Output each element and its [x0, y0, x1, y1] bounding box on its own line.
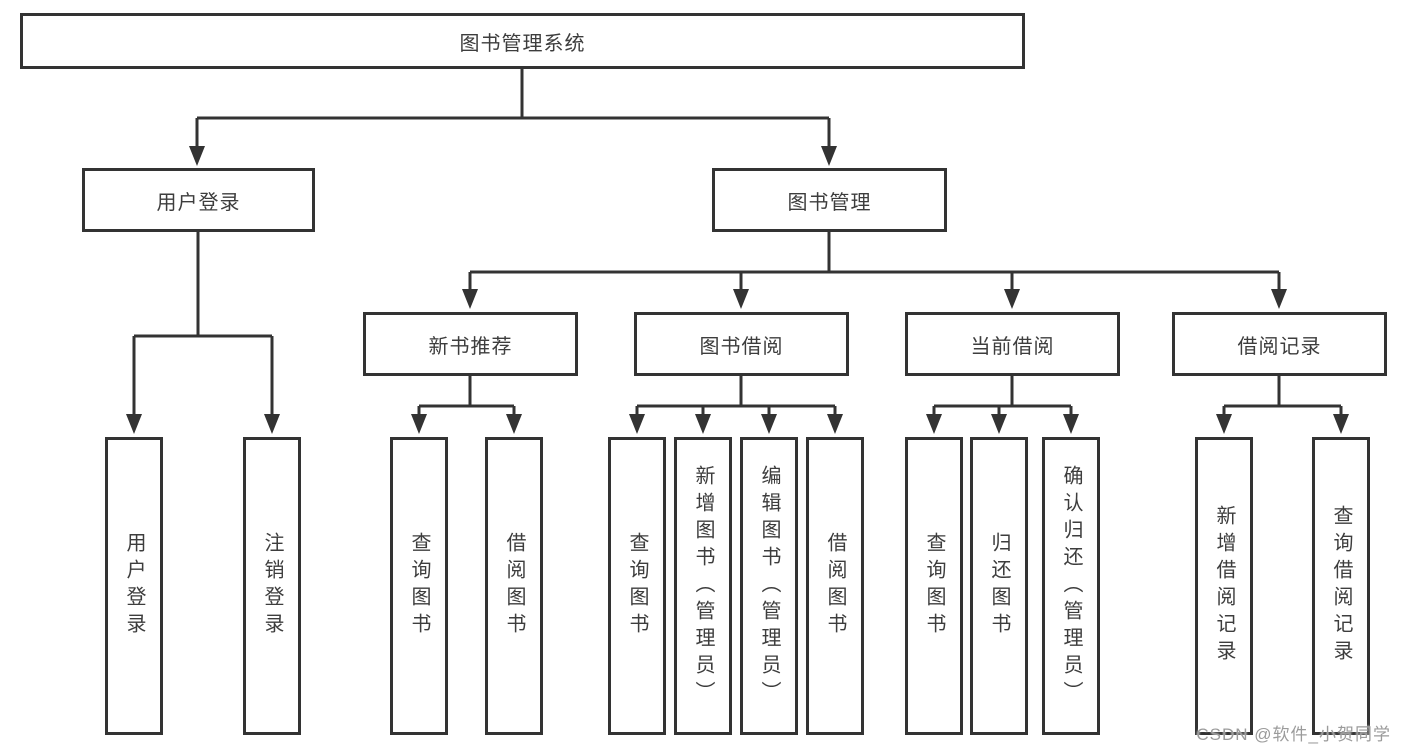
connector-new-book-recommend-children [411, 376, 522, 434]
leaf-query-borrow-record: 查询借阅记录 [1312, 437, 1370, 735]
leaf-query-books-recommend: 查询图书 [390, 437, 448, 735]
leaf-add-books-admin-label: 新增图书（管理员） [692, 464, 714, 708]
arrowhead [1216, 414, 1232, 434]
leaf-logout-label: 注销登录 [261, 532, 283, 640]
arrowhead [189, 146, 205, 166]
node-book-borrowing: 图书借阅 [634, 312, 849, 376]
node-user-login-label: 用户登录 [156, 191, 241, 214]
node-borrow-records-label: 借阅记录 [1237, 335, 1322, 358]
node-book-borrowing-label: 图书借阅 [699, 335, 784, 358]
node-borrow-records: 借阅记录 [1172, 312, 1387, 376]
leaf-add-books-admin: 新增图书（管理员） [674, 437, 732, 735]
leaf-query-books-borrowing-label: 查询图书 [626, 532, 648, 640]
arrowhead [462, 289, 478, 309]
leaf-return-books-label: 归还图书 [988, 532, 1010, 640]
leaf-query-books-current-label: 查询图书 [923, 532, 945, 640]
node-new-book-recommend-label: 新书推荐 [428, 335, 513, 358]
node-book-management: 图书管理 [712, 168, 947, 232]
node-book-management-label: 图书管理 [787, 191, 872, 214]
leaf-confirm-return-admin-label: 确认归还（管理员） [1060, 464, 1082, 708]
leaf-confirm-return-admin: 确认归还（管理员） [1042, 437, 1100, 735]
connector-book-management-children [462, 232, 1287, 309]
leaf-query-borrow-record-label: 查询借阅记录 [1330, 505, 1352, 667]
leaf-query-books-borrowing: 查询图书 [608, 437, 666, 735]
arrowhead [1271, 289, 1287, 309]
leaf-return-books: 归还图书 [970, 437, 1028, 735]
arrowhead [821, 146, 837, 166]
connector-root-to-level2 [189, 69, 837, 166]
arrowhead [1063, 414, 1079, 434]
node-user-login: 用户登录 [82, 168, 315, 232]
connector-book-borrowing-children [629, 376, 843, 434]
leaf-edit-books-admin-label: 编辑图书（管理员） [758, 464, 780, 708]
leaf-borrow-books-label: 借阅图书 [824, 532, 846, 640]
arrowhead [506, 414, 522, 434]
arrowhead [761, 414, 777, 434]
arrowhead [126, 414, 142, 434]
arrowhead [629, 414, 645, 434]
leaf-borrow-books: 借阅图书 [806, 437, 864, 735]
arrowhead [695, 414, 711, 434]
leaf-borrow-books-recommend-label: 借阅图书 [503, 532, 525, 640]
leaf-add-borrow-record-label: 新增借阅记录 [1213, 505, 1235, 667]
node-root: 图书管理系统 [20, 13, 1025, 69]
arrowhead [926, 414, 942, 434]
leaf-query-books-recommend-label: 查询图书 [408, 532, 430, 640]
arrowhead [827, 414, 843, 434]
arrowhead [1333, 414, 1349, 434]
connector-current-borrowing-children [926, 376, 1079, 434]
connector-borrow-records-children [1216, 376, 1349, 434]
leaf-edit-books-admin: 编辑图书（管理员） [740, 437, 798, 735]
leaf-add-borrow-record: 新增借阅记录 [1195, 437, 1253, 735]
leaf-user-login-label: 用户登录 [123, 532, 145, 640]
node-root-label: 图书管理系统 [459, 32, 586, 55]
node-current-borrowing: 当前借阅 [905, 312, 1120, 376]
leaf-logout: 注销登录 [243, 437, 301, 735]
leaf-query-books-current: 查询图书 [905, 437, 963, 735]
leaf-user-login: 用户登录 [105, 437, 163, 735]
leaf-borrow-books-recommend: 借阅图书 [485, 437, 543, 735]
node-new-book-recommend: 新书推荐 [363, 312, 578, 376]
arrowhead [411, 414, 427, 434]
arrowhead [264, 414, 280, 434]
arrowhead [991, 414, 1007, 434]
arrowhead [733, 289, 749, 309]
connector-user-login-children [126, 232, 280, 434]
node-current-borrowing-label: 当前借阅 [970, 335, 1055, 358]
arrowhead [1004, 289, 1020, 309]
